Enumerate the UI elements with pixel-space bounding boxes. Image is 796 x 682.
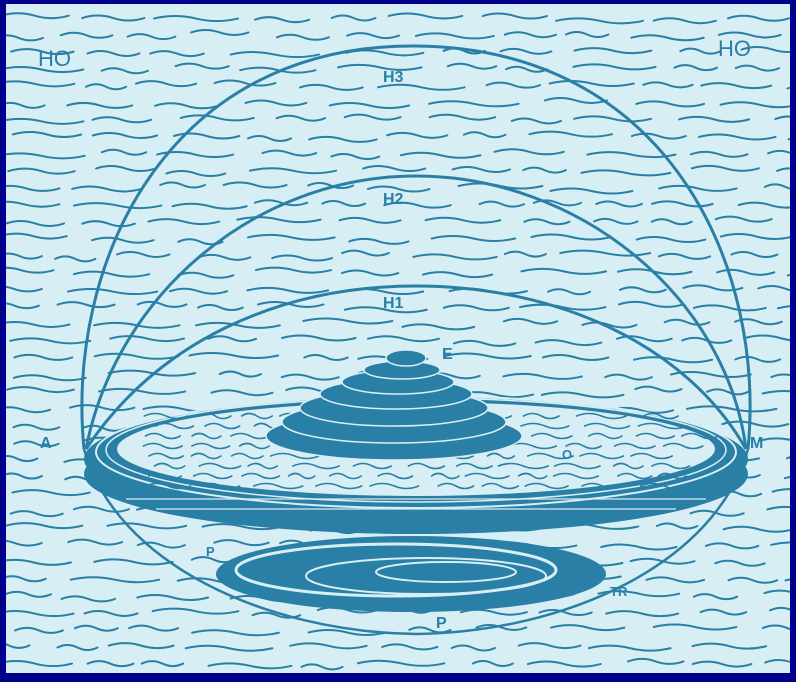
- label-m: M: [750, 435, 763, 452]
- label-h1: H1: [383, 295, 404, 312]
- label-e: E: [442, 346, 453, 363]
- label-p-left: P: [206, 544, 215, 559]
- stepped-mountain: [266, 350, 522, 460]
- label-h3: H3: [383, 69, 404, 86]
- label-h2: H2: [383, 191, 404, 208]
- label-tr: TR: [610, 584, 628, 599]
- label-o: O: [562, 447, 572, 462]
- label-p-bottom: P: [436, 615, 447, 632]
- label-ho-left: HO: [38, 46, 71, 71]
- label-a: A: [40, 435, 52, 452]
- underworld-disc: [216, 536, 606, 612]
- diagram-frame: HO HO H3 H2 H1 E A M O T R P TR P: [6, 4, 790, 673]
- cosmology-diagram: HO HO H3 H2 H1 E A M O T R P TR P: [6, 4, 790, 673]
- label-ho-right: HO: [718, 36, 751, 61]
- label-r: R: [557, 514, 567, 529]
- label-t: T: [370, 511, 378, 526]
